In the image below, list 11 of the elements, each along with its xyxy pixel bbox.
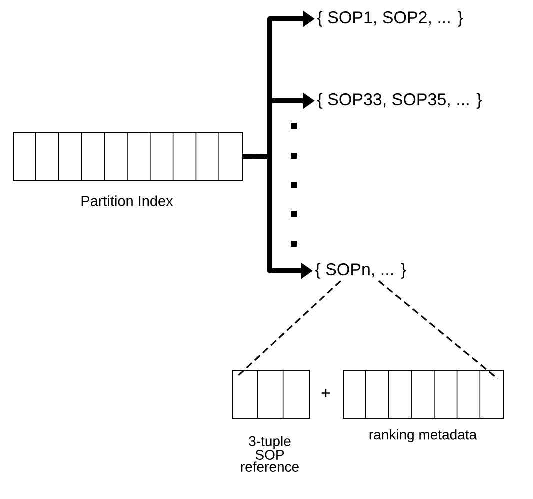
node-label: Partition Index — [82, 196, 174, 206]
node-label: 3-tuple SOP reference — [241, 436, 299, 472]
node-label: ranking metadata — [370, 429, 478, 443]
zoom-line — [378, 280, 498, 380]
array-block: Partition Index — [13, 132, 243, 206]
plus-sign: + — [322, 389, 330, 398]
set-label: { SOPn, ... } — [315, 263, 406, 279]
array-block: ranking metadata — [343, 370, 504, 443]
array-block: 3-tuple SOP reference — [232, 370, 310, 472]
set-label: { SOP33, SOP35, ... } — [317, 93, 482, 109]
set-label: { SOP1, SOP2, ... } — [317, 11, 464, 27]
